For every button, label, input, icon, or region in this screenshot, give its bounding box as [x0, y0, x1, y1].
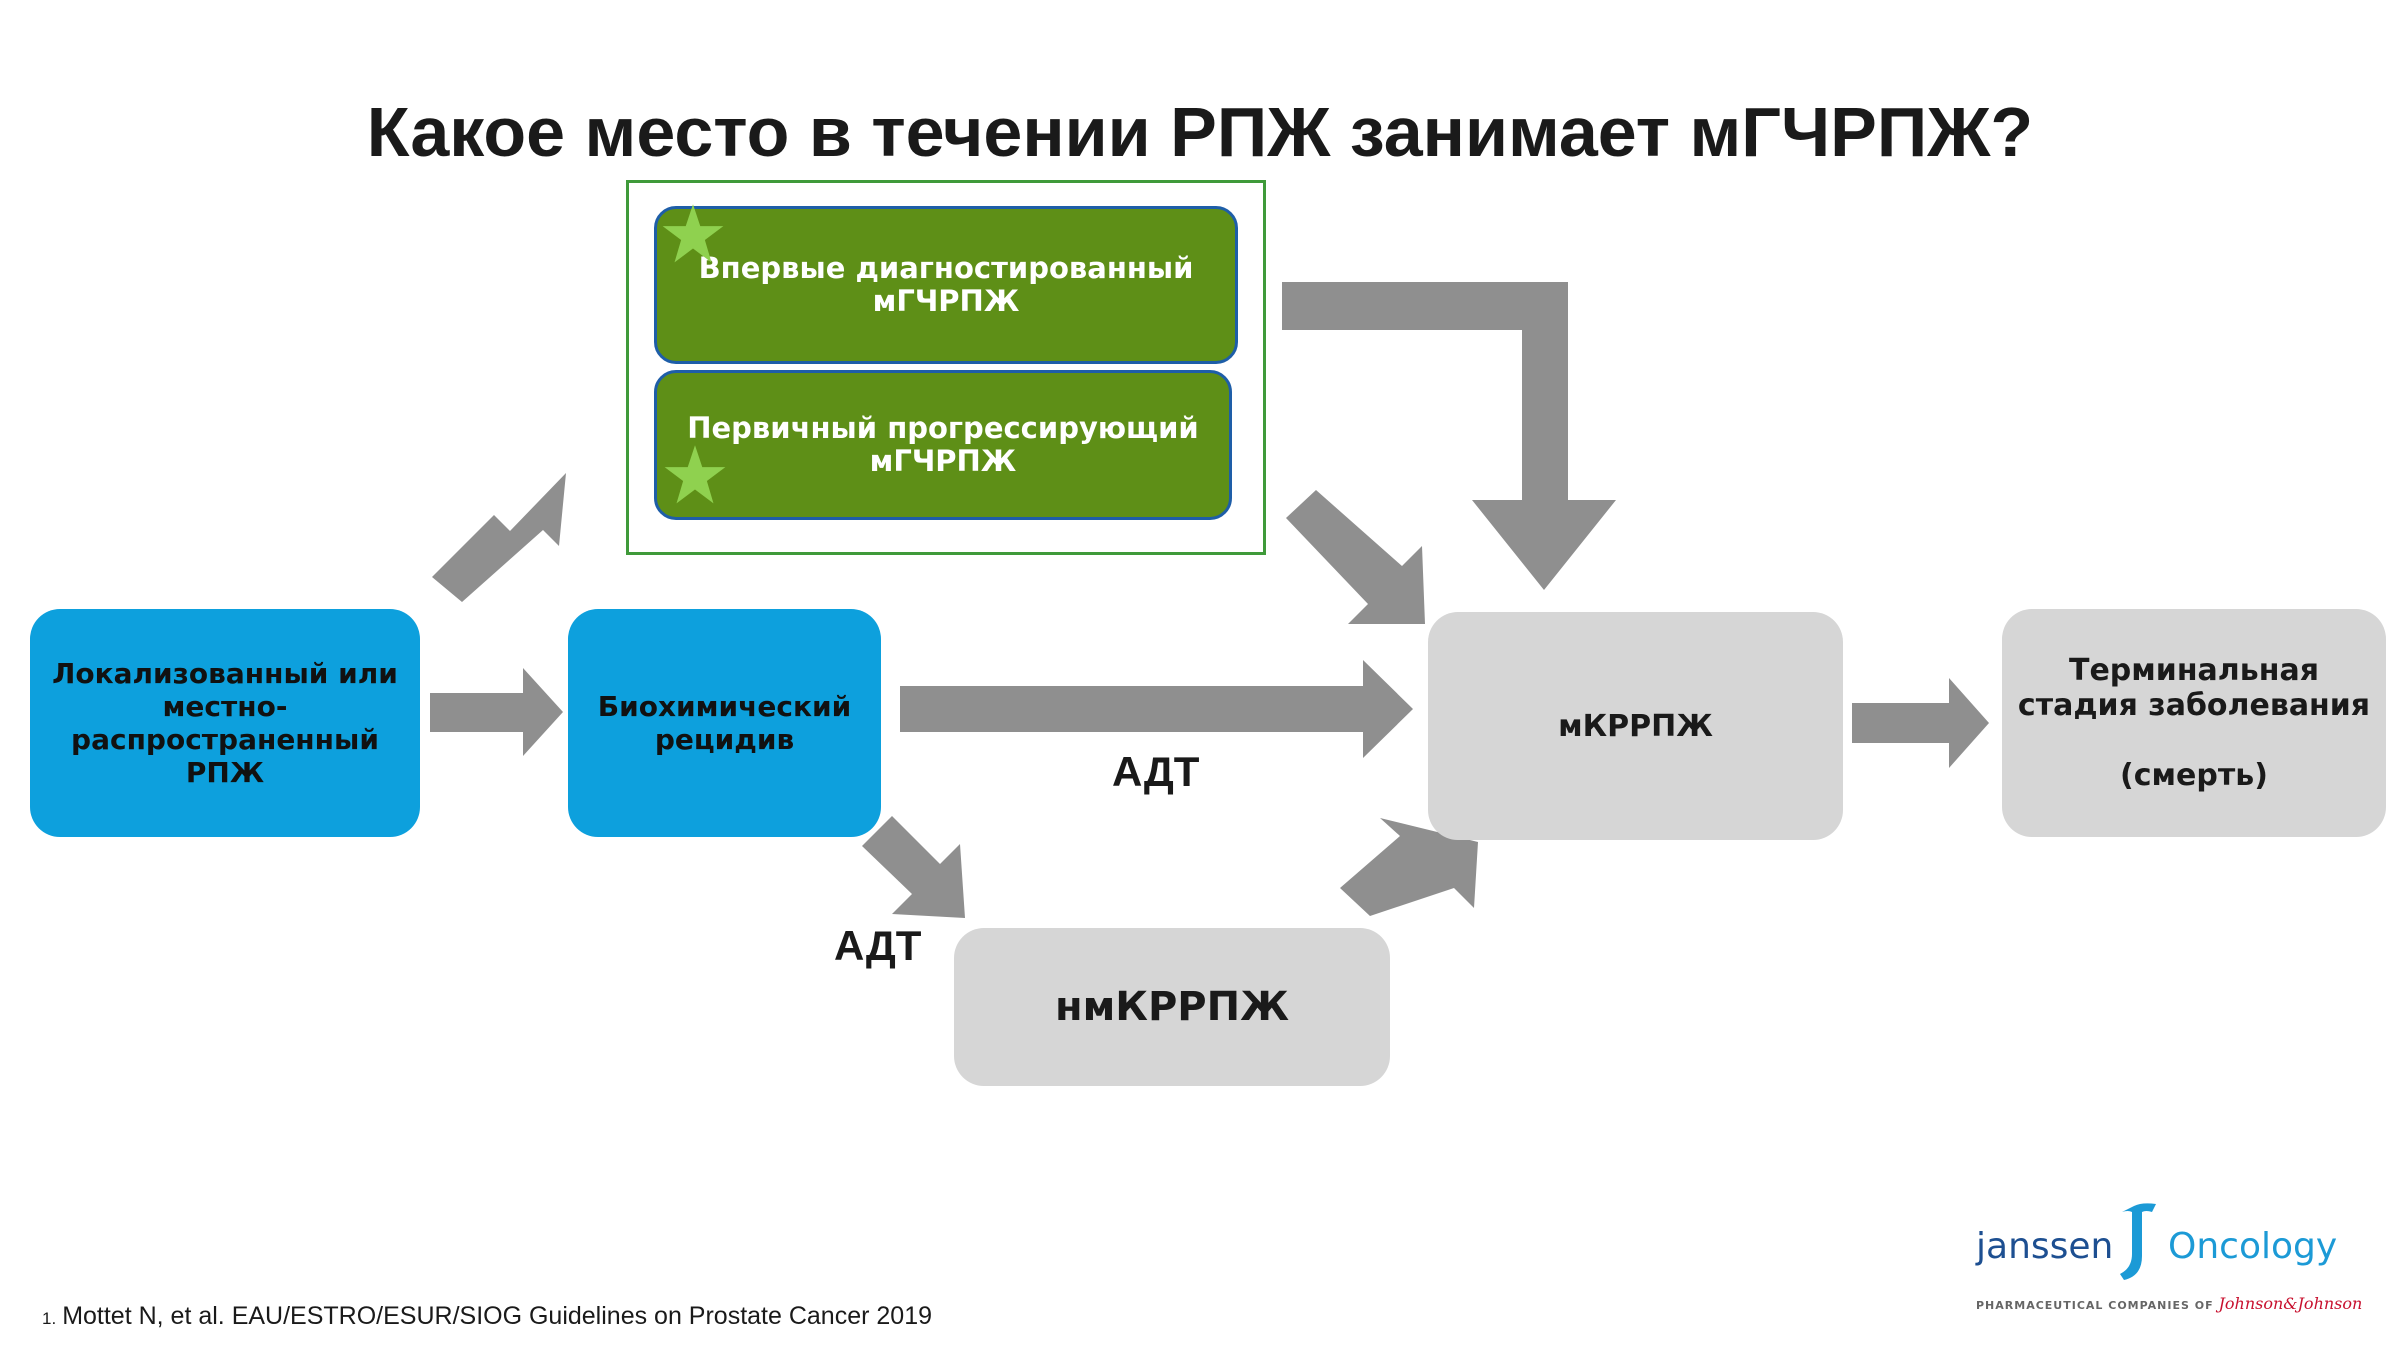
logo-subtitle-text: PHARMACEUTICAL COMPANIES OF — [1976, 1299, 2214, 1312]
node-terminal-stage: Терминальная стадия заболевания (смерть) — [2002, 609, 2386, 837]
page-title: Какое место в течении РПЖ занимает мГЧРП… — [366, 93, 2034, 171]
node-nmcrpc: нмКРРПЖ — [954, 928, 1390, 1086]
janssen-logo: janssen Oncology PHARMACEUTICAL COMPANIE… — [1976, 1200, 2362, 1320]
node-mcrpc: мКРРПЖ — [1428, 612, 1843, 840]
mhspc-group-frame — [626, 180, 1266, 555]
star-icon — [662, 204, 724, 263]
logo-division: Oncology — [2168, 1226, 2338, 1267]
logo-subtitle: PHARMACEUTICAL COMPANIES OF Johnson&John… — [1976, 1294, 2362, 1313]
arrow-localized-to-group — [432, 473, 566, 602]
footnote-text: Mottet N, et al. EAU/ESTRO/ESUR/SIOG Gui… — [62, 1302, 932, 1330]
arrow-nmcrpc-to-mcrpc — [1340, 818, 1478, 916]
node-localized: Локализованный или местно- распространен… — [30, 609, 420, 837]
label-adt-lower: АДТ — [834, 922, 922, 969]
logo-parent: Johnson&Johnson — [2218, 1294, 2363, 1313]
footnote: 1. Mottet N, et al. EAU/ESTRO/ESUR/SIOG G… — [42, 1302, 932, 1331]
node-biochemical-recurrence: Биохимический рецидив — [568, 609, 881, 837]
node-newly-diagnosed: Впервые диагностированный мГЧРПЖ — [654, 206, 1238, 364]
arrow-biochemical-to-nmcrpc — [862, 816, 965, 918]
arrow-group-to-mcrpc-diagonal — [1286, 490, 1425, 624]
arrow-mcrpc-to-terminal — [1852, 678, 1989, 768]
node-primary-progressive: Первичный прогрессирующий мГЧРПЖ — [654, 370, 1232, 520]
label-adt-main: АДТ — [1112, 748, 1200, 795]
footnote-number: 1. — [42, 1309, 57, 1328]
star-icon — [664, 445, 726, 504]
janssen-logo-icon — [2120, 1203, 2156, 1280]
logo-brand: janssen — [1976, 1226, 2114, 1267]
arrow-localized-to-biochemical — [430, 668, 563, 756]
arrow-biochemical-to-mcrpc — [900, 660, 1413, 758]
arrow-group-to-mcrpc-elbow — [1282, 282, 1616, 590]
